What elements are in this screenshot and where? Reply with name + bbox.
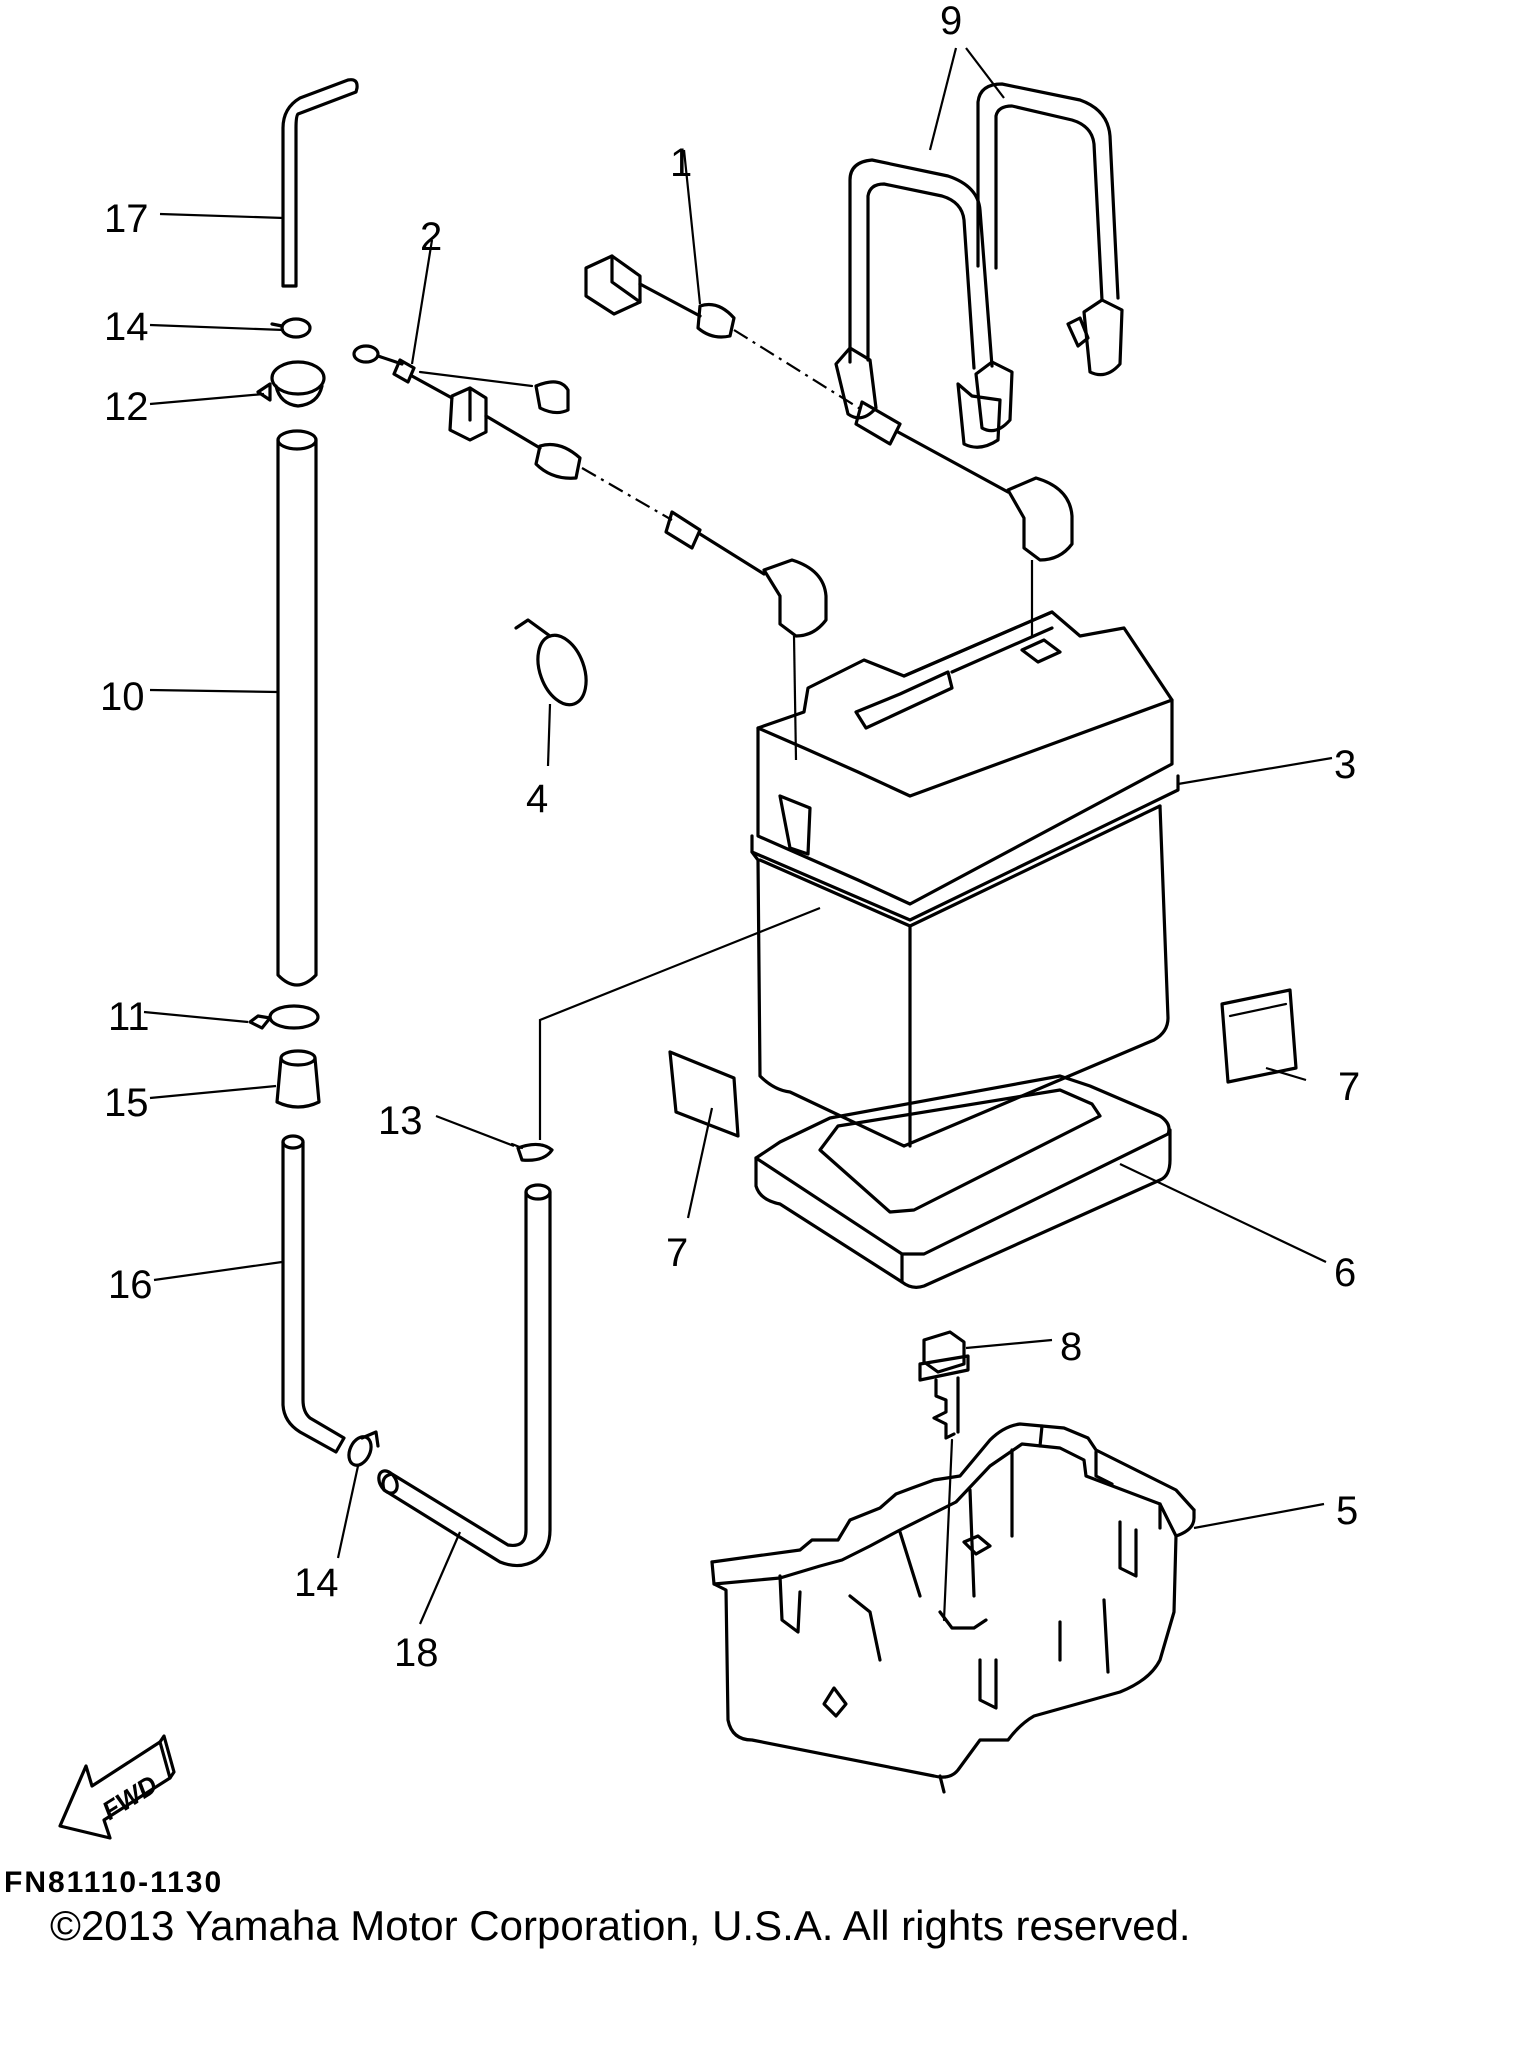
callout-9: 9 (940, 0, 962, 43)
callout-6: 6 (1334, 1251, 1356, 1295)
part-7-sticker-left (668, 1050, 740, 1138)
callout-10: 10 (100, 675, 145, 719)
part-15-cap (275, 1049, 321, 1109)
part-9-battery-bands (834, 82, 1124, 449)
part-7-sticker-right (1220, 988, 1298, 1084)
callout-18: 18 (394, 1631, 439, 1675)
callout-labels: 1 2 3 4 5 6 7 7 8 9 10 11 12 13 14 14 15… (100, 0, 1360, 1675)
callout-4: 4 (526, 777, 548, 821)
part-16-lower-tube (281, 1134, 346, 1454)
callout-11: 11 (108, 995, 150, 1039)
part-3-battery (750, 610, 1180, 1148)
part-14-clip-bottom (347, 1430, 380, 1467)
part-11-clamp (248, 1004, 320, 1030)
callout-13: 13 (378, 1099, 423, 1143)
callout-2: 2 (420, 215, 442, 259)
part-12-hose-clamp (256, 360, 326, 408)
callout-8: 8 (1060, 1325, 1082, 1369)
part-10-long-tube (276, 429, 318, 987)
callout-14-top: 14 (104, 305, 149, 349)
callout-5: 5 (1336, 1489, 1358, 1533)
part-5-battery-box (710, 1422, 1196, 1794)
callout-3: 3 (1334, 743, 1356, 787)
drawing-code: FN81110-1130 (4, 1866, 223, 1899)
callout-7-right: 7 (1338, 1065, 1360, 1109)
callout-14-bottom: 14 (294, 1561, 339, 1605)
part-17-breather-tube (281, 78, 359, 288)
callout-17: 17 (104, 197, 149, 241)
callout-16: 16 (108, 1263, 153, 1307)
callout-15: 15 (104, 1081, 149, 1125)
part-18-drain-tube (377, 1183, 552, 1568)
part-6-battery-pad (754, 1074, 1172, 1289)
copyright-notice: ©2013 Yamaha Motor Corporation, U.S.A. A… (50, 1902, 1191, 1949)
part-8-bolt (918, 1330, 970, 1622)
part-14-clip-top (270, 317, 312, 339)
part-4-cable-band (514, 618, 588, 707)
forward-direction-arrow: FWD (58, 1734, 176, 1840)
part-2-negative-cable (352, 344, 828, 638)
callout-1: 1 (670, 141, 692, 185)
part-13-clip (510, 1142, 554, 1162)
leader-lines (143, 47, 1333, 1625)
callout-12: 12 (104, 385, 149, 429)
callout-7-left: 7 (666, 1231, 688, 1275)
